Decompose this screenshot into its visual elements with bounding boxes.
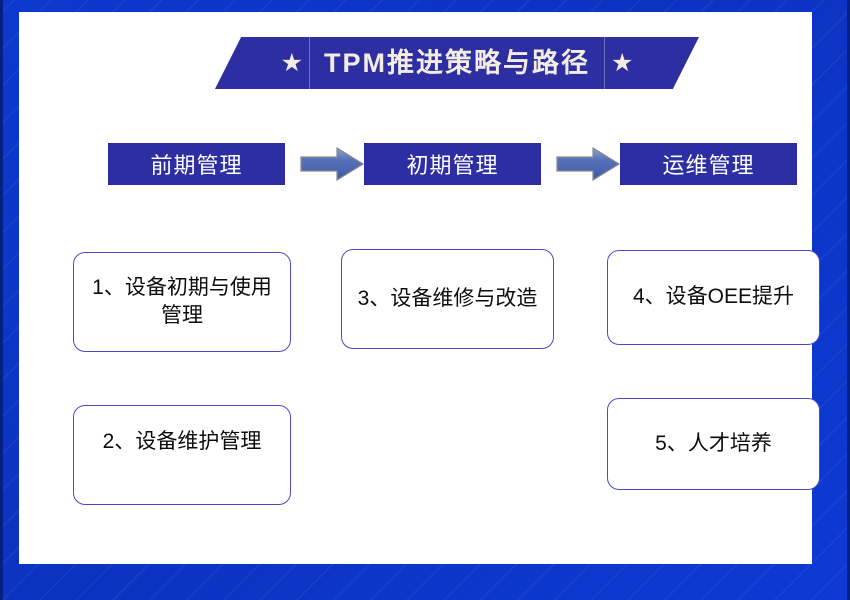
- card-label: 1、设备初期与使用管理: [92, 275, 272, 327]
- card-label: 5、人才培养: [655, 431, 772, 455]
- page-title: TPM推进策略与路径: [324, 47, 590, 78]
- phase-box-initial-management: 初期管理: [364, 143, 541, 185]
- star-icon-left: ★: [280, 48, 303, 77]
- card-item-1[interactable]: 1、设备初期与使用管理: [73, 252, 291, 352]
- card-item-4[interactable]: 4、设备OEE提升: [607, 250, 820, 345]
- phase-label: 运维管理: [662, 153, 755, 178]
- card-item-3[interactable]: 3、设备维修与改造: [341, 249, 554, 349]
- phase-box-pre-management: 前期管理: [108, 143, 285, 185]
- card-item-5[interactable]: 5、人才培养: [607, 398, 820, 490]
- phase-label: 前期管理: [150, 153, 243, 178]
- card-label: 2、设备维护管理: [102, 430, 262, 453]
- card-label: 3、设备维修与改造: [357, 286, 538, 310]
- arrow-right-icon-2: [556, 146, 621, 182]
- banner-divider-right: [604, 37, 605, 89]
- title-banner: ★ TPM推进策略与路径 ★: [215, 37, 699, 89]
- phase-header-row: 前期管理 初期管理: [19, 143, 850, 185]
- title-banner-inner: ★ TPM推进策略与路径 ★: [215, 37, 699, 89]
- card-item-2[interactable]: 2、设备维护管理: [73, 405, 291, 505]
- star-icon-right: ★: [611, 48, 634, 77]
- arrow-right-icon-1: [300, 146, 365, 182]
- phase-box-operation-management: 运维管理: [620, 143, 797, 185]
- banner-divider-left: [309, 37, 310, 89]
- phase-label: 初期管理: [406, 153, 499, 178]
- slide-canvas: ★ TPM推进策略与路径 ★ 前期管理: [19, 12, 820, 564]
- card-label: 4、设备OEE提升: [632, 285, 795, 309]
